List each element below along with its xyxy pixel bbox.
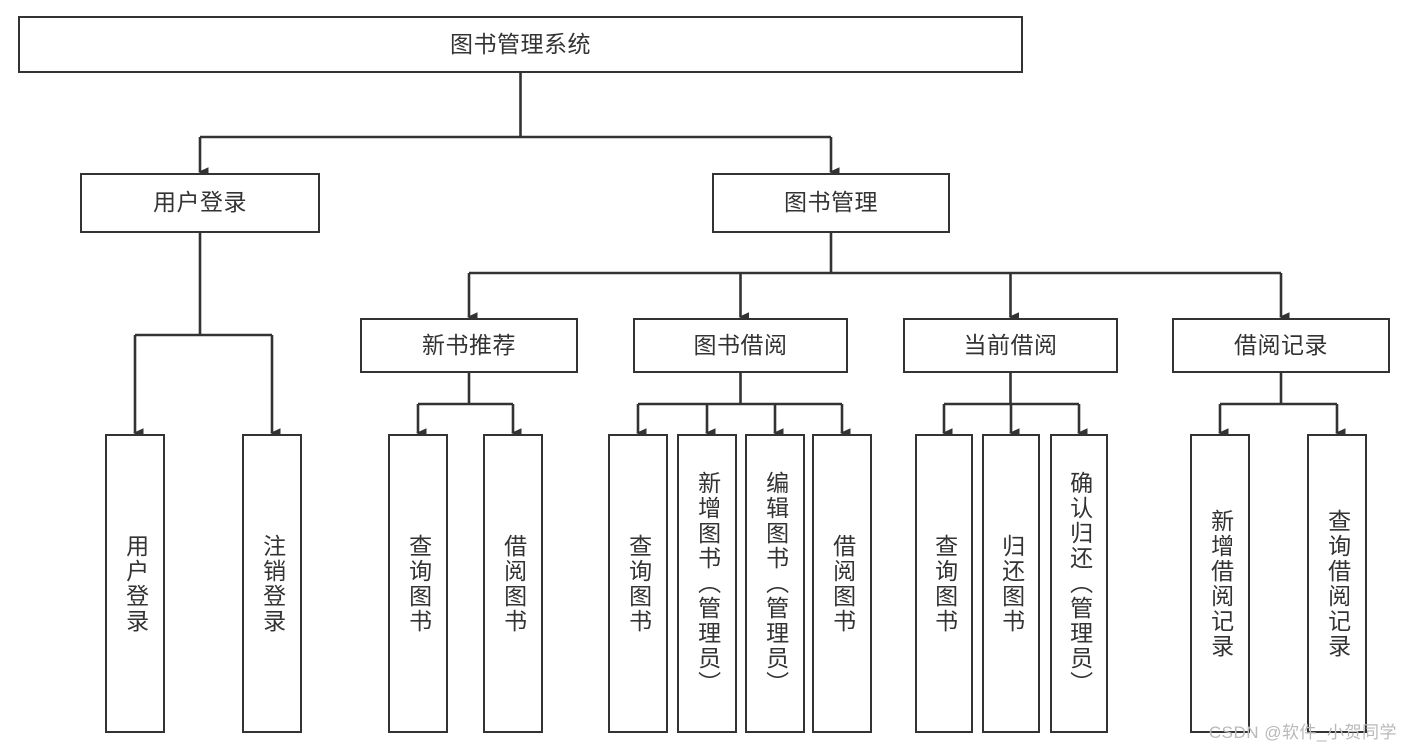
node-leaf-cur-return[interactable]: 归还图书 [982, 434, 1040, 733]
node-leaf-cur-query[interactable]: 查询图书 [915, 434, 973, 733]
node-label-user-login: 用户登录 [153, 189, 247, 216]
node-label-leaf-cur-query: 查询图书 [931, 533, 958, 634]
node-label-leaf-rec-add: 新增借阅记录 [1207, 508, 1234, 659]
node-leaf-book-borrow[interactable]: 借阅图书 [812, 434, 872, 733]
csdn-watermark: CSDN @软件_小贺同学 [1208, 723, 1397, 742]
node-leaf-user-login[interactable]: 用户登录 [105, 434, 165, 733]
node-label-leaf-rec-borrow: 借阅图书 [500, 533, 527, 634]
node-leaf-rec-add[interactable]: 新增借阅记录 [1190, 434, 1250, 733]
node-leaf-book-add[interactable]: 新增图书（管理员） [677, 434, 737, 733]
node-label-leaf-rec-query: 查询图书 [405, 533, 432, 634]
node-label-current-borrow: 当前借阅 [963, 331, 1058, 358]
node-borrow-record[interactable]: 借阅记录 [1172, 318, 1390, 373]
node-label-leaf-book-edit: 编辑图书（管理员） [762, 471, 789, 696]
node-label-root: 图书管理系统 [450, 30, 591, 57]
node-new-book-rec[interactable]: 新书推荐 [360, 318, 578, 373]
node-label-leaf-user-logout: 注销登录 [259, 533, 286, 634]
node-label-leaf-borrow-query: 查询图书 [625, 533, 652, 634]
node-leaf-book-edit[interactable]: 编辑图书（管理员） [745, 434, 805, 733]
node-label-leaf-book-add: 新增图书（管理员） [694, 471, 721, 696]
node-label-book-manage: 图书管理 [784, 189, 878, 216]
node-leaf-borrow-query[interactable]: 查询图书 [608, 434, 668, 733]
node-leaf-rec-search[interactable]: 查询借阅记录 [1307, 434, 1367, 733]
node-leaf-rec-borrow[interactable]: 借阅图书 [483, 434, 543, 733]
node-label-leaf-cur-confirm: 确认归还（管理员） [1066, 471, 1093, 696]
node-label-borrow-record: 借阅记录 [1234, 331, 1328, 358]
node-leaf-cur-confirm[interactable]: 确认归还（管理员） [1050, 434, 1108, 733]
node-book-borrow[interactable]: 图书借阅 [633, 318, 848, 373]
node-book-manage[interactable]: 图书管理 [712, 173, 950, 233]
node-label-leaf-rec-search: 查询借阅记录 [1324, 508, 1351, 659]
node-root[interactable]: 图书管理系统 [18, 16, 1023, 73]
node-label-leaf-cur-return: 归还图书 [998, 533, 1025, 634]
node-label-leaf-book-borrow: 借阅图书 [829, 533, 856, 634]
node-user-login[interactable]: 用户登录 [80, 173, 320, 233]
node-label-book-borrow: 图书借阅 [693, 331, 788, 358]
node-leaf-rec-query[interactable]: 查询图书 [388, 434, 448, 733]
node-current-borrow[interactable]: 当前借阅 [903, 318, 1118, 373]
node-label-new-book-rec: 新书推荐 [422, 331, 516, 358]
node-leaf-user-logout[interactable]: 注销登录 [242, 434, 302, 733]
node-label-leaf-user-login: 用户登录 [122, 533, 149, 634]
